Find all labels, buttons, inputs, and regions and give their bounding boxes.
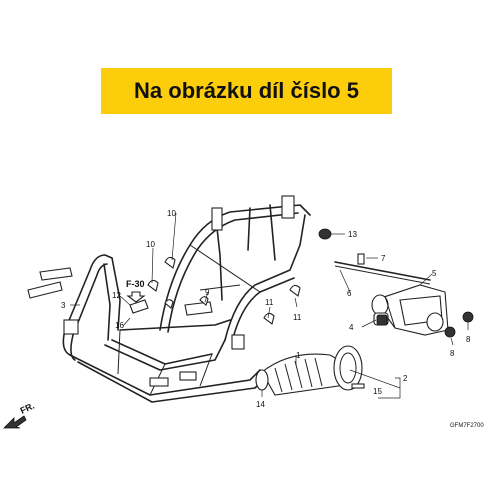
callout-10-mid: 10	[146, 240, 155, 249]
title-banner: Na obrázku díl číslo 5	[101, 68, 392, 114]
frame-bracket-7	[39, 267, 73, 281]
reference-arrow-icon	[126, 291, 146, 303]
front-label: FR.	[19, 401, 36, 416]
front-direction-indicator: FR.	[3, 401, 36, 429]
callout-8-right: 8	[466, 335, 471, 344]
callout-11-left: 11	[265, 298, 274, 307]
frame-bracket-9	[129, 299, 149, 314]
air-duct	[255, 345, 365, 396]
frame-body	[27, 195, 311, 403]
callout-14: 14	[256, 400, 265, 409]
damper-4	[376, 314, 388, 326]
callout-7: 7	[381, 254, 386, 263]
callout-12: 12	[112, 291, 121, 300]
callout-13: 13	[348, 230, 357, 239]
callout-6: 6	[347, 289, 352, 298]
callout-9: 9	[205, 288, 210, 297]
frame-bracket-1	[211, 207, 223, 231]
callout-labels: 1 2 3 4 5 6 7 8 8 9 10 10 11 11 12 13 14…	[61, 209, 471, 409]
bushing-8-right	[462, 311, 474, 323]
frame-bracket-8	[27, 281, 63, 299]
frame-bracket-10	[184, 301, 213, 316]
callout-16: 16	[115, 321, 124, 330]
callout-11-right: 11	[293, 313, 302, 322]
frame-bracket-3	[231, 334, 245, 350]
callout-2: 2	[403, 374, 408, 383]
reference-f30: F-30	[126, 279, 145, 289]
frame-bracket-2	[281, 195, 295, 219]
frame-bracket-5	[179, 371, 197, 381]
callout-3: 3	[61, 301, 66, 310]
callout-1: 1	[296, 351, 301, 360]
frame-bracket-6	[63, 319, 79, 335]
diagram-code: GFM7F2700	[450, 423, 484, 429]
callout-15: 15	[373, 387, 382, 396]
bushing-13	[318, 228, 332, 240]
leader-lines	[70, 212, 469, 399]
clips	[147, 256, 301, 325]
callout-8-left: 8	[450, 349, 455, 358]
frame-bracket-4	[149, 377, 169, 387]
callout-5: 5	[432, 269, 437, 278]
callout-10-top: 10	[167, 209, 176, 218]
bushing-8-left	[444, 326, 456, 338]
front-arrow-icon	[3, 415, 27, 429]
callout-4: 4	[349, 323, 354, 332]
